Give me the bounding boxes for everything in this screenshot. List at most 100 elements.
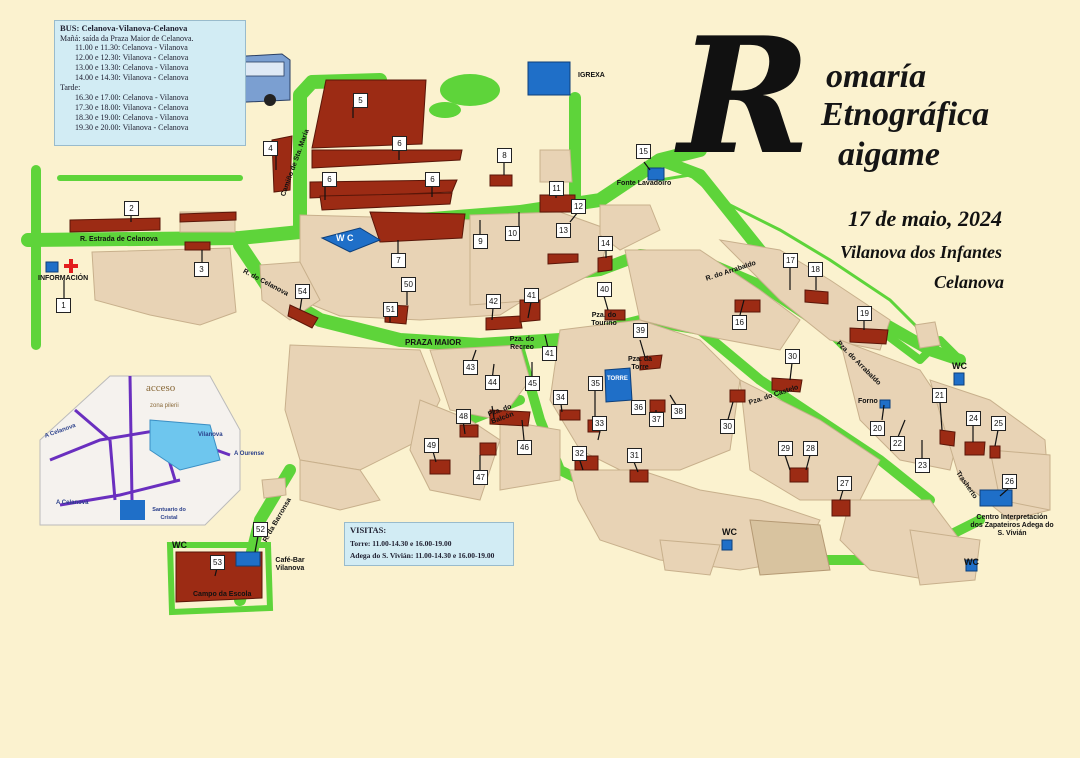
marker[interactable]: 37 [649, 412, 664, 427]
marker[interactable]: 44 [485, 375, 500, 390]
marker[interactable]: 51 [383, 302, 398, 317]
label-wc: WC [722, 527, 737, 537]
building-blocks [91, 149, 1051, 586]
marker[interactable]: 18 [808, 262, 823, 277]
marker[interactable]: 45 [525, 376, 540, 391]
marker[interactable]: 33 [592, 416, 607, 431]
marker[interactable]: 40 [597, 282, 612, 297]
marker[interactable]: 29 [778, 441, 793, 456]
marker-arrows [63, 107, 1009, 577]
label-torre: TORRE [607, 376, 628, 382]
marker[interactable]: 30 [720, 419, 735, 434]
marker[interactable]: 2 [124, 201, 139, 216]
event-title: R omaría Etnográfica aigame [678, 16, 1078, 216]
marker[interactable]: 36 [631, 400, 646, 415]
marker[interactable]: 26 [1002, 474, 1017, 489]
label-wc: WC [952, 361, 967, 371]
courtyard [749, 519, 831, 576]
marker[interactable]: 6 [425, 172, 440, 187]
marker[interactable]: 30 [785, 349, 800, 364]
marker[interactable]: 11 [549, 181, 564, 196]
marker[interactable]: 41 [524, 288, 539, 303]
marker[interactable]: 46 [517, 440, 532, 455]
marker[interactable]: 3 [194, 262, 209, 277]
label-fonte: Fonte Lavadoiro [616, 180, 672, 187]
marker[interactable]: 1 [56, 298, 71, 313]
bus-morning-row: 13.00 e 13.30: Celanova - Vilanova [75, 63, 189, 72]
marker[interactable]: 41 [542, 346, 557, 361]
street-praza-maior: PRAZA MAIOR [405, 338, 462, 347]
marker[interactable]: 50 [401, 277, 416, 292]
bus-afternoon-row: 18.30 e 19.00: Celanova - Vilanova [75, 113, 189, 122]
marker[interactable]: 38 [671, 404, 686, 419]
marker[interactable]: 23 [915, 458, 930, 473]
marker[interactable]: 14 [598, 236, 613, 251]
square-torre: Pza. da Torre [627, 356, 653, 371]
campo-pad [166, 542, 274, 616]
label-cafe: Café-Bar Vilanova [275, 557, 305, 572]
marker[interactable]: 31 [627, 448, 642, 463]
marker[interactable]: 21 [932, 388, 947, 403]
inset-sub: zona pilerii [150, 403, 179, 409]
marker[interactable]: 35 [588, 376, 603, 391]
inset-vilanova: Vilanova [198, 432, 223, 438]
street-estrada: R. Estrada de Celanova [80, 236, 158, 243]
marker[interactable]: 17 [783, 253, 798, 268]
marker[interactable]: 5 [353, 93, 368, 108]
marker[interactable]: 12 [571, 199, 586, 214]
bus-morning-row: 12.00 e 12.30: Vilanova - Celanova [75, 53, 189, 62]
marker[interactable]: 20 [870, 421, 885, 436]
label-informacion: INFORMACIÓN [38, 275, 89, 282]
info-cross-icon [64, 259, 78, 273]
title-line-3: aigame [838, 136, 940, 173]
label-wc: WC [172, 540, 187, 550]
title-initial: R [678, 2, 811, 190]
blue-buildings [45, 61, 1013, 572]
marker[interactable]: 53 [210, 555, 225, 570]
event-town: Celanova [934, 272, 1004, 292]
marker[interactable]: 6 [322, 172, 337, 187]
marker[interactable]: 32 [572, 446, 587, 461]
square-tourino: Pza. do Touriño [591, 312, 617, 327]
marker[interactable]: 6 [392, 136, 407, 151]
marker[interactable]: 22 [890, 436, 905, 451]
label-wc: WC [964, 557, 979, 567]
inset-logo: acceso [146, 382, 176, 394]
marker[interactable]: 9 [473, 234, 488, 249]
marker[interactable]: 42 [486, 294, 501, 309]
marker[interactable]: 16 [732, 315, 747, 330]
bus-afternoon-row: 16.30 e 17.00: Celanova - Vilanova [75, 93, 189, 102]
marker[interactable]: 10 [505, 226, 520, 241]
bus-timetable: BUS: Celanova-Vilanova-Celanova Mañá: sa… [54, 20, 246, 146]
title-line-2: Etnográfica [821, 96, 990, 133]
marker[interactable]: 27 [837, 476, 852, 491]
square-recreo: Pza. do Recreo [509, 336, 535, 351]
title-line-1: omaría [826, 58, 927, 95]
foliage [429, 74, 704, 156]
marker[interactable]: 54 [295, 284, 310, 299]
bus-morning-row: 11.00 e 11.30: Celanova - Vilanova [75, 43, 188, 52]
marker[interactable]: 24 [966, 411, 981, 426]
marker[interactable]: 48 [456, 409, 471, 424]
access-inset-map [39, 375, 241, 526]
label-wc-parking: W C [336, 233, 354, 243]
marker[interactable]: 34 [553, 390, 568, 405]
marker[interactable]: 15 [636, 144, 651, 159]
marker[interactable]: 7 [391, 253, 406, 268]
marker[interactable]: 43 [463, 360, 478, 375]
path-trail [639, 168, 922, 332]
marker[interactable]: 4 [263, 141, 278, 156]
marker[interactable]: 49 [424, 438, 439, 453]
bus-afternoon-row: 19.30 e 20.00: Vilanova - Celanova [75, 123, 189, 132]
marker[interactable]: 19 [857, 306, 872, 321]
marker[interactable]: 28 [803, 441, 818, 456]
visits-box: VISITAS: Torre: 11.00-14.30 e 16.00-19.0… [344, 522, 514, 566]
marker[interactable]: 47 [473, 470, 488, 485]
marker[interactable]: 8 [497, 148, 512, 163]
marker[interactable]: 25 [991, 416, 1006, 431]
bus-morning-row: 14.00 e 14.30: Vilanova - Celanova [75, 73, 189, 82]
marker[interactable]: 13 [556, 223, 571, 238]
marker[interactable]: 39 [633, 323, 648, 338]
marker[interactable]: 52 [253, 522, 268, 537]
